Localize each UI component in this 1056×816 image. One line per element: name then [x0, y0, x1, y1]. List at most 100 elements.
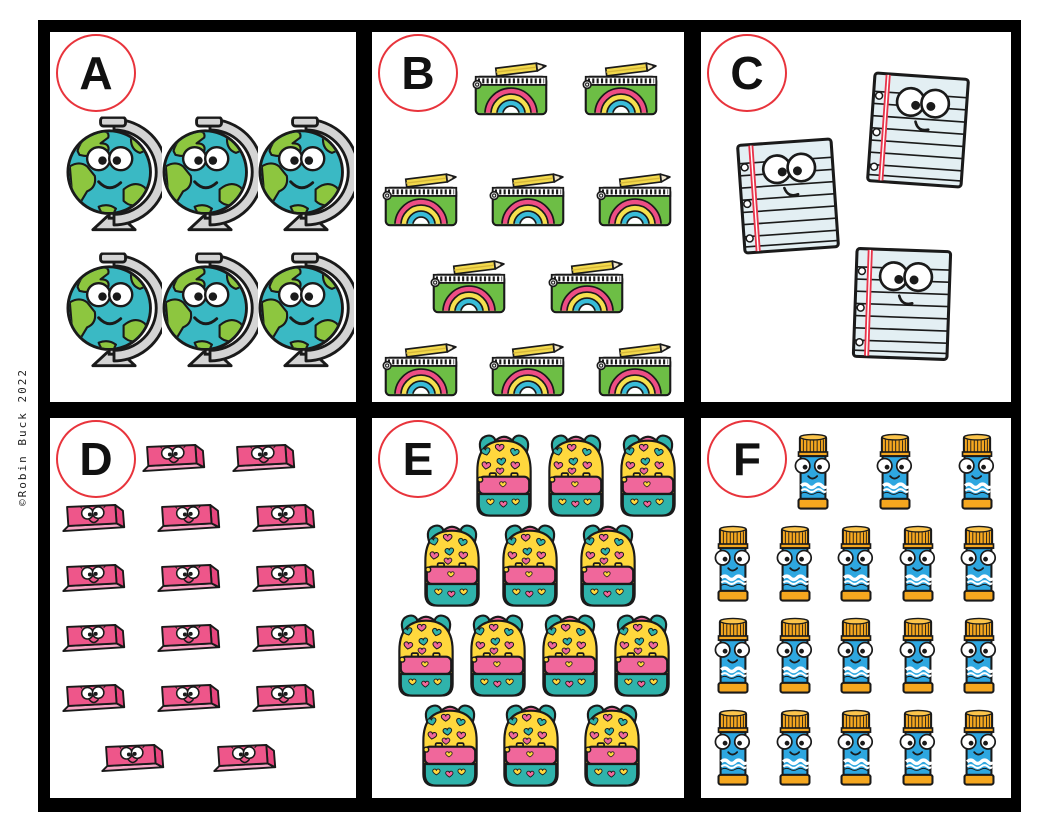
globe-icon	[162, 252, 258, 370]
glue-stick-icon	[898, 522, 938, 606]
pencil-pouch-icon	[472, 62, 550, 117]
backpack-icon	[390, 612, 462, 700]
glue-stick-icon	[775, 522, 815, 606]
card-letter: D	[79, 433, 113, 485]
backpack-icon	[612, 432, 684, 520]
notebook-paper-icon	[863, 69, 973, 192]
item-row	[62, 683, 318, 723]
eraser-icon	[157, 563, 223, 600]
letter-badge: E	[378, 420, 458, 498]
backpack-icon	[572, 522, 644, 610]
eraser-icon	[252, 503, 318, 540]
card-a: A	[50, 32, 356, 402]
card-f: F	[701, 418, 1011, 798]
glue-stick-icon	[836, 522, 876, 606]
backpack-icon	[462, 612, 534, 700]
pencil-pouch-icon	[596, 173, 674, 228]
pencil-pouch-icon	[548, 260, 626, 315]
item-row	[382, 260, 674, 315]
item-row	[701, 522, 1011, 610]
card-letter: A	[79, 47, 113, 99]
card-b: B	[372, 32, 684, 402]
globe-icon	[258, 252, 354, 370]
pencil-pouch-icon	[489, 343, 567, 398]
glue-stick-icon	[793, 430, 833, 514]
cards-grid: A B C D E F	[38, 20, 1021, 812]
item-row	[372, 702, 684, 790]
glue-stick-icon	[836, 614, 876, 698]
notebook-paper-icon	[849, 244, 955, 363]
pencil-pouch-icon	[489, 173, 567, 228]
item-row	[66, 116, 340, 234]
copyright-text: ©Robin Buck 2022	[16, 368, 29, 506]
glue-stick-icon	[713, 706, 753, 790]
eraser-icon	[62, 563, 128, 600]
item-row	[62, 563, 318, 603]
eraser-icon	[213, 743, 279, 780]
backpack-icon	[534, 612, 606, 700]
backpack-icon	[495, 702, 567, 790]
card-letter: C	[730, 47, 764, 99]
globe-icon	[258, 116, 354, 234]
eraser-icon	[252, 563, 318, 600]
eraser-icon	[157, 623, 223, 660]
globe-icon	[66, 252, 162, 370]
eraser-icon	[62, 623, 128, 660]
card-e: E	[372, 418, 684, 798]
eraser-icon	[232, 443, 298, 480]
glue-stick-icon	[836, 706, 876, 790]
letter-badge: B	[378, 34, 458, 112]
eraser-icon	[101, 743, 167, 780]
globe-icon	[66, 116, 162, 234]
item-row	[382, 173, 674, 228]
backpack-icon	[576, 702, 648, 790]
eraser-icon	[62, 683, 128, 720]
item-row	[382, 343, 674, 398]
glue-stick-icon	[959, 614, 999, 698]
backpack-icon	[494, 522, 566, 610]
eraser-icon	[62, 503, 128, 540]
letter-badge: A	[56, 34, 136, 112]
eraser-icon	[142, 443, 208, 480]
pencil-pouch-icon	[382, 173, 460, 228]
item-row	[701, 706, 1011, 794]
glue-stick-icon	[775, 706, 815, 790]
glue-stick-icon	[713, 522, 753, 606]
backpack-icon	[414, 702, 486, 790]
notebook-paper-icon	[733, 135, 843, 258]
pencil-pouch-icon	[582, 62, 660, 117]
eraser-icon	[157, 683, 223, 720]
item-row	[372, 522, 684, 610]
backpack-icon	[468, 432, 540, 520]
backpack-icon	[416, 522, 488, 610]
pencil-pouch-icon	[382, 343, 460, 398]
eraser-icon	[157, 503, 223, 540]
item-row	[62, 503, 318, 543]
pencil-pouch-icon	[596, 343, 674, 398]
eraser-icon	[252, 623, 318, 660]
item-row	[62, 623, 318, 663]
glue-stick-icon	[959, 522, 999, 606]
glue-stick-icon	[713, 614, 753, 698]
glue-stick-icon	[959, 706, 999, 790]
letter-badge: F	[707, 420, 787, 498]
eraser-icon	[252, 683, 318, 720]
item-row	[66, 252, 340, 370]
item-row	[62, 743, 318, 783]
card-c: C	[701, 32, 1011, 402]
card-letter: B	[401, 47, 435, 99]
glue-stick-icon	[957, 430, 997, 514]
card-letter: E	[402, 433, 434, 485]
backpack-icon	[606, 612, 678, 700]
item-row	[372, 612, 684, 700]
glue-stick-icon	[898, 706, 938, 790]
backpack-icon	[540, 432, 612, 520]
item-row	[701, 614, 1011, 702]
glue-stick-icon	[875, 430, 915, 514]
card-letter: F	[732, 433, 762, 485]
card-d: D	[50, 418, 356, 798]
globe-icon	[162, 116, 258, 234]
letter-badge: C	[707, 34, 787, 112]
glue-stick-icon	[775, 614, 815, 698]
